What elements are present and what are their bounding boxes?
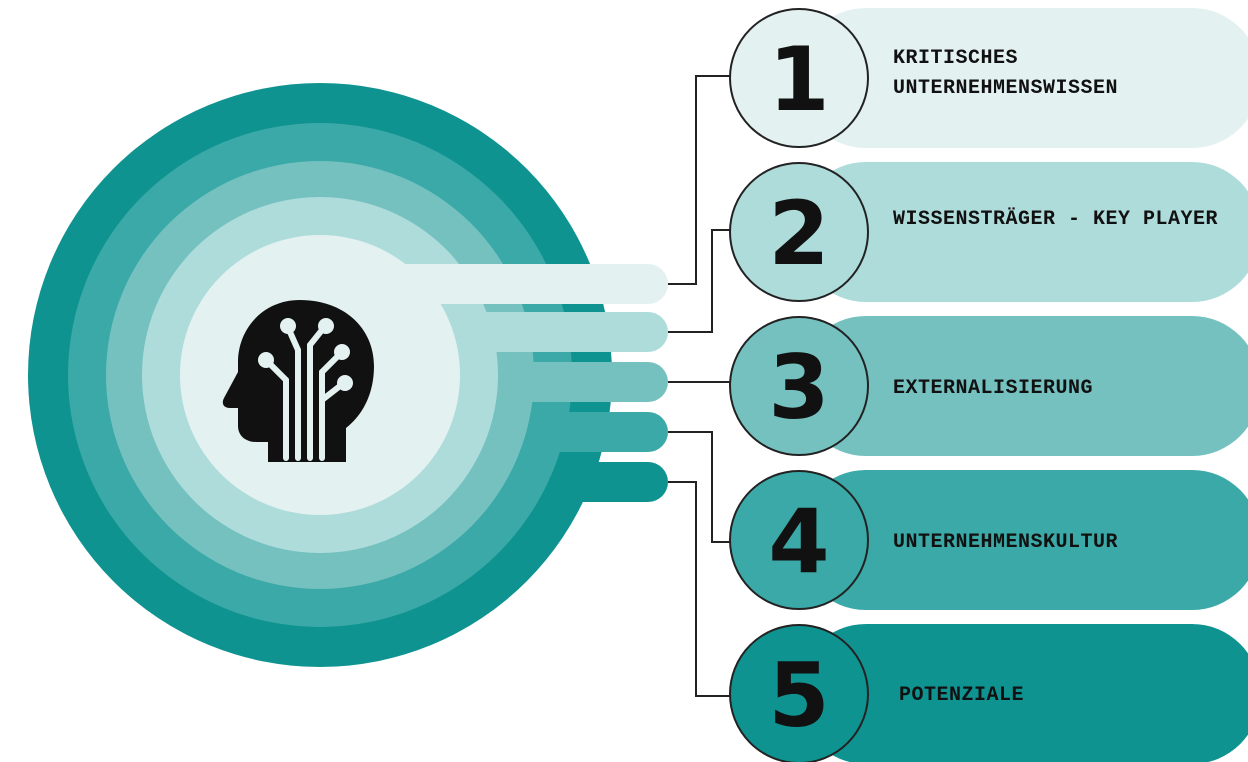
- step-number-4: 4: [768, 490, 829, 593]
- number-circle-3: [729, 316, 869, 456]
- step-pill-4: [798, 470, 1248, 610]
- step-number-3: 3: [768, 336, 829, 439]
- connector-4: [668, 431, 730, 543]
- step-pill-1: [798, 8, 1248, 148]
- step-numbers: 1 2 3 4 5: [768, 28, 829, 747]
- number-circle-2: [729, 162, 869, 302]
- connector-5: [668, 481, 730, 697]
- number-circle-1: [729, 8, 869, 148]
- step-label-2: WISSENSTRÄGER - KEY PLAYER: [893, 208, 1219, 231]
- step-label-3: EXTERNALISIERUNG: [893, 377, 1094, 400]
- step-pills: [798, 8, 1248, 762]
- step-number-5: 5: [768, 644, 829, 747]
- step-pill-2: [798, 162, 1248, 302]
- step-number-2: 2: [768, 182, 829, 285]
- number-circles: [729, 8, 869, 762]
- number-circle-4: [729, 470, 869, 610]
- tab-1: [330, 264, 668, 304]
- head-circuit-icon: [222, 300, 374, 462]
- step-label-1: KRITISCHES UNTERNEHMENSWISSEN: [893, 47, 1119, 100]
- step-label-5: POTENZIALE: [899, 684, 1025, 707]
- step-label-4: UNTERNEHMENSKULTUR: [893, 531, 1119, 554]
- connector-2: [668, 229, 730, 333]
- tab-2: [395, 312, 668, 352]
- connector-lines: [668, 75, 730, 697]
- step-number-1: 1: [768, 28, 829, 131]
- number-circle-5: [729, 624, 869, 762]
- connector-1: [668, 75, 730, 285]
- step-pill-5: [798, 624, 1248, 762]
- step-pill-3: [798, 316, 1248, 456]
